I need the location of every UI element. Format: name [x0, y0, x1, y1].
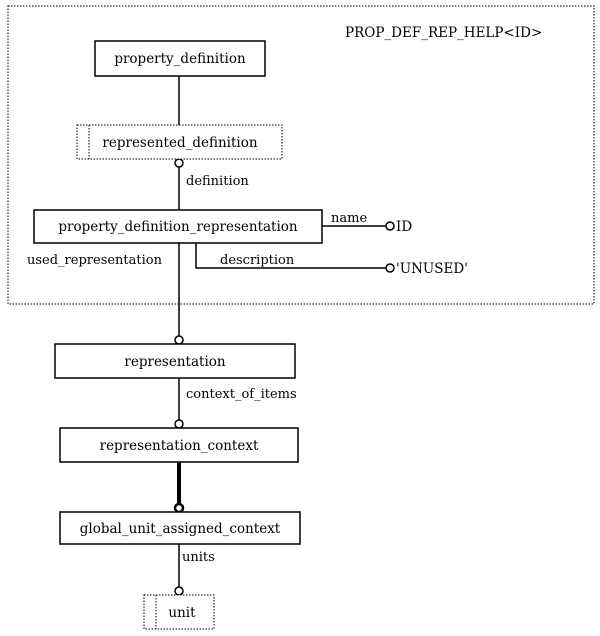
entity-label: global_unit_assigned_context [80, 521, 281, 537]
circle-representation-context [174, 419, 184, 429]
entity-label: property_definition_representation [58, 219, 298, 235]
circle-global-unit-assigned-context [173, 502, 185, 514]
circle-represented-definition [174, 158, 184, 168]
line-description-attribute [195, 243, 386, 269]
group-title: PROP_DEF_REP_HELP<ID> [345, 25, 542, 41]
entity-representation-context: representation_context [59, 427, 299, 463]
entity-property-definition: property_definition [94, 40, 266, 77]
entity-label: representation_context [100, 438, 259, 454]
attribute-description: description [220, 253, 295, 268]
attribute-units: units [182, 550, 215, 565]
type-label: unit [168, 605, 196, 621]
entity-global-unit-assigned-context: global_unit_assigned_context [59, 511, 301, 545]
attribute-used-representation: used_representation [27, 253, 163, 268]
relationship-lines [178, 76, 386, 587]
circle-unit [174, 586, 184, 596]
type-represented-definition: represented_definition [76, 124, 283, 160]
value-name: ID [396, 219, 412, 235]
entity-label: representation [124, 354, 225, 370]
attribute-context-of-items: context_of_items [186, 387, 297, 402]
entity-representation: representation [54, 343, 296, 379]
entity-property-definition-representation: property_definition_representation [33, 209, 323, 244]
entity-label: property_definition [114, 51, 246, 67]
circle-description-value [385, 263, 395, 273]
group-boundary [7, 5, 595, 305]
attribute-definition: definition [186, 174, 249, 189]
circle-representation [174, 335, 184, 345]
attribute-name: name [331, 211, 367, 226]
value-description: 'UNUSED' [396, 261, 468, 277]
circle-name-value [385, 221, 395, 231]
type-unit: unit [143, 594, 215, 630]
type-label: represented_definition [102, 135, 257, 151]
